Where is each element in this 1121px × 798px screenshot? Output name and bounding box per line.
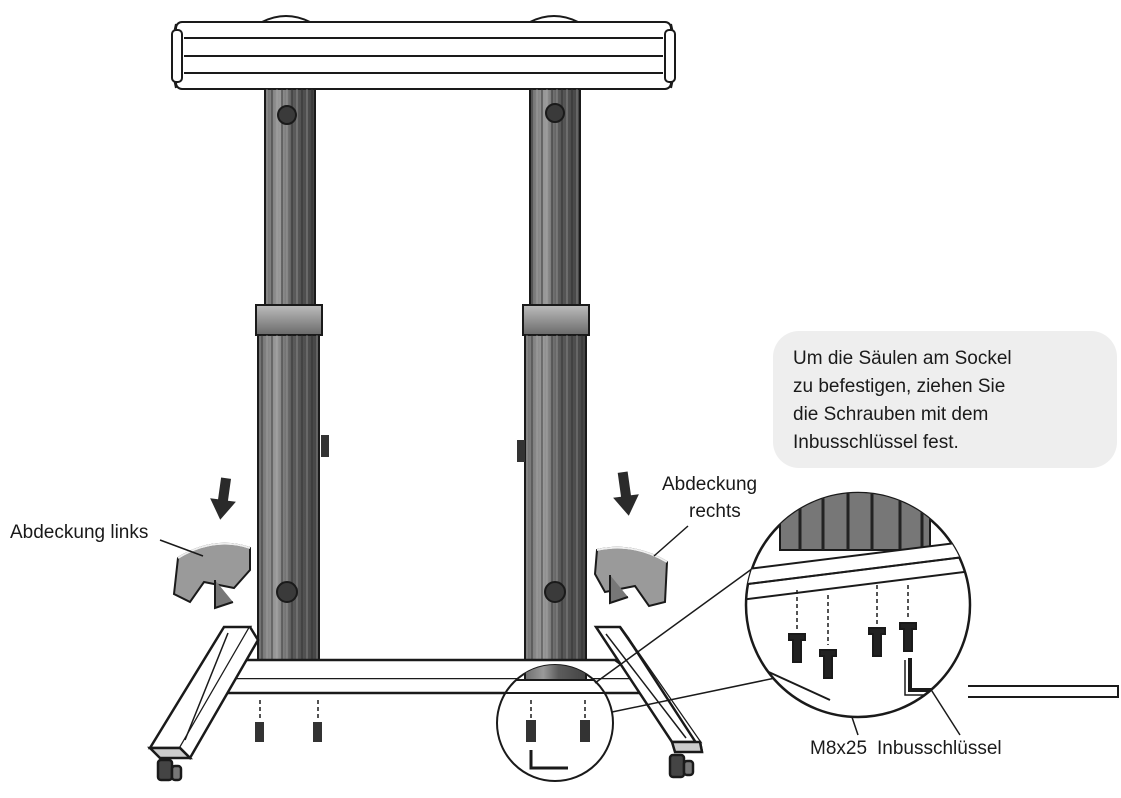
label-allen-key: Inbusschlüssel [877, 738, 1002, 759]
callout-line: Inbusschlüssel fest. [793, 432, 959, 453]
label-screw: M8x25 [810, 738, 867, 759]
right-column [517, 88, 590, 678]
left-column [255, 88, 329, 678]
callout-line: zu befestigen, ziehen Sie [793, 376, 1006, 397]
detail-circle-small [496, 664, 614, 782]
down-arrow-icon [210, 471, 639, 520]
label-cover-left: Abdeckung links [10, 522, 148, 543]
detail-circle-large [744, 491, 1119, 719]
top-crossbar [171, 15, 676, 90]
detail-connector [594, 562, 786, 713]
cover-right [593, 546, 669, 608]
callout-line: Um die Säulen am Sockel [793, 348, 1012, 369]
callout-line: die Schrauben mit dem [793, 404, 989, 425]
label-cover-right-line2: rechts [689, 501, 741, 522]
instruction-callout: Um die Säulen am Sockel zu befestigen, z… [773, 331, 1117, 468]
label-cover-right-line1: Abdeckung [662, 474, 757, 495]
base-frame [146, 625, 704, 782]
cover-left [172, 542, 251, 610]
